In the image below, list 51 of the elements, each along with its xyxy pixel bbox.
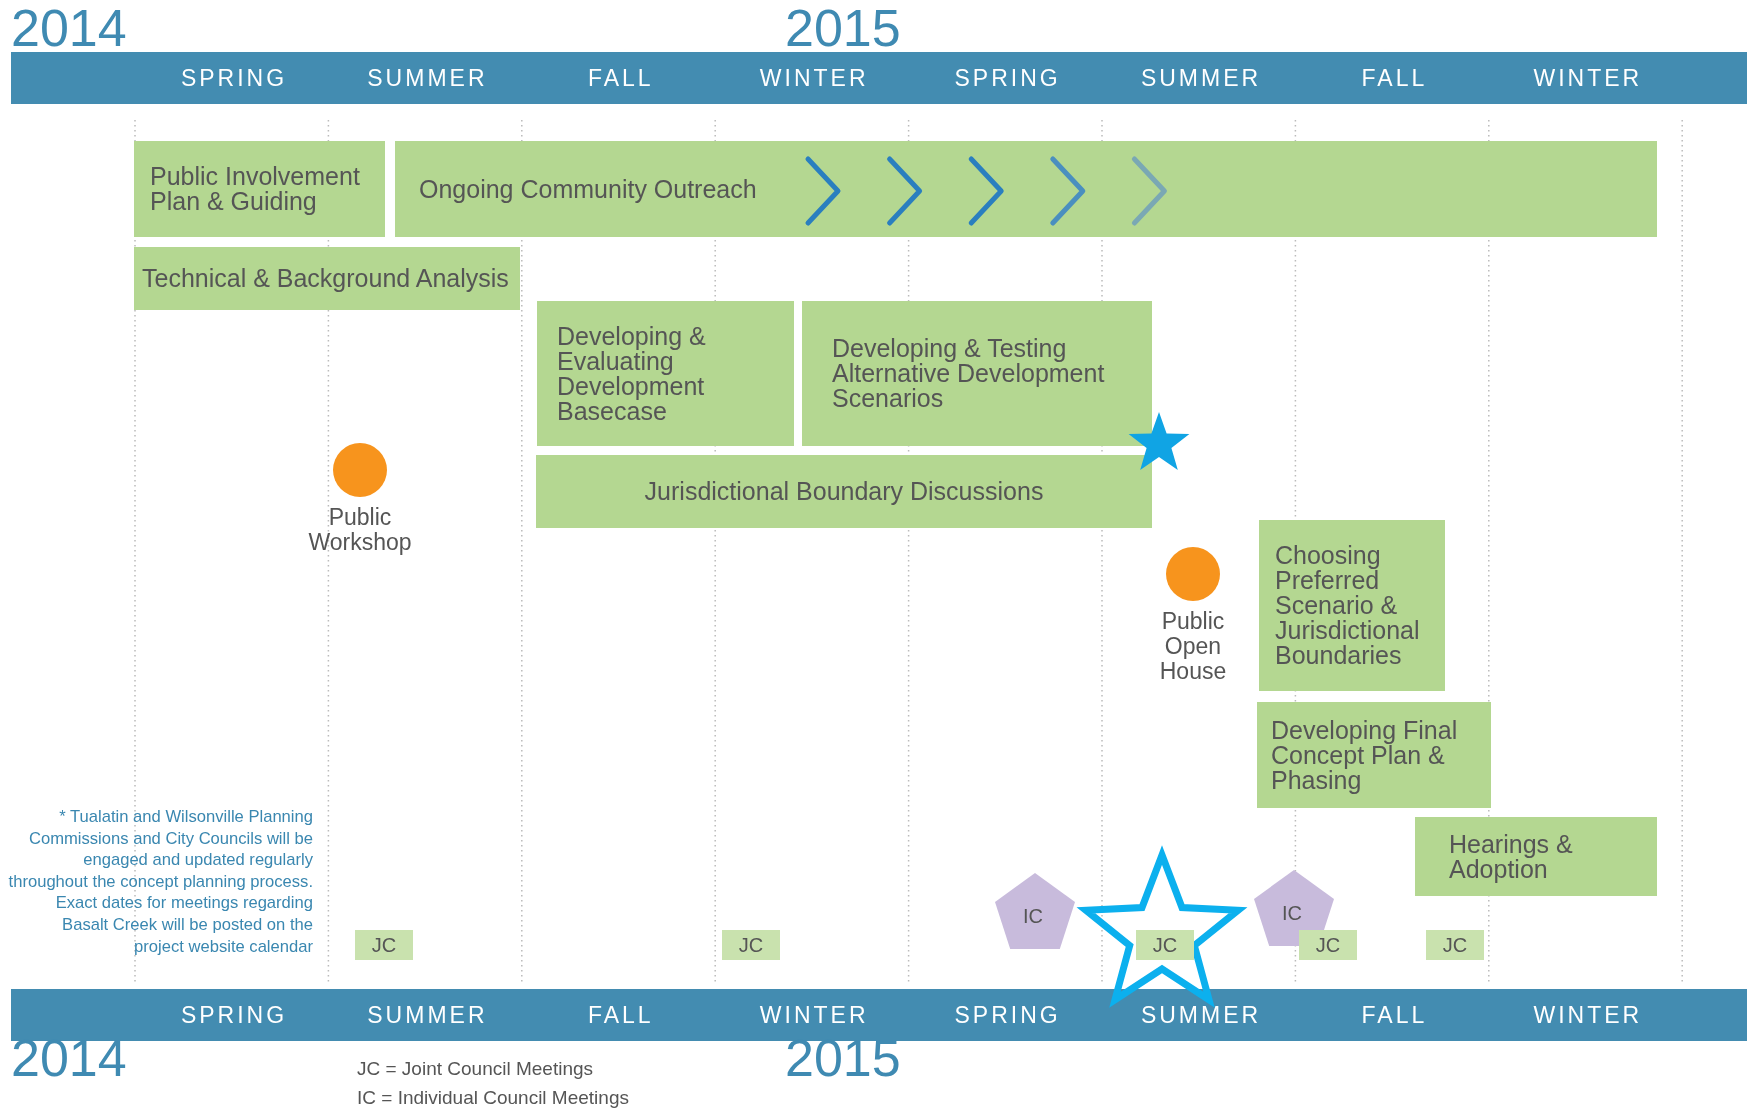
season-label: SUMMER <box>366 1001 489 1029</box>
meeting-code: IC <box>1023 904 1043 928</box>
task-label: Jurisdictional Boundary Discussions <box>644 479 1044 504</box>
task-label: Ongoing Community Outreach <box>419 176 757 202</box>
star-marker <box>1076 845 1248 1008</box>
task-bar <box>134 141 385 237</box>
meeting-code: IC <box>1282 901 1302 925</box>
season-label: FALL <box>1360 1001 1429 1029</box>
task-bar <box>537 301 794 446</box>
season-label: SUMMER <box>366 64 489 92</box>
year-label: 2014 <box>11 0 127 56</box>
meeting-tag: JC <box>1299 930 1357 960</box>
task-bar <box>1415 817 1657 896</box>
year-label: 2015 <box>785 1030 901 1086</box>
season-label: FALL <box>1360 64 1429 92</box>
star-marker <box>1128 412 1190 470</box>
task-bar <box>134 247 520 310</box>
year-label: 2015 <box>785 0 901 56</box>
event-caption: Public Workshop <box>307 505 413 555</box>
task-bar <box>395 141 1657 237</box>
task-label: Hearings & Adoption <box>1449 831 1574 882</box>
event-caption: Public Open House <box>1158 609 1228 684</box>
legend-text: JC = Joint Council Meetings <box>357 1057 594 1081</box>
season-label: FALL <box>586 1001 655 1029</box>
task-bar <box>1259 520 1445 691</box>
meeting-tag: JC <box>355 930 413 960</box>
task-bar <box>802 301 1152 446</box>
task-label: Technical & Background Analysis <box>142 266 509 291</box>
task-bar <box>1257 702 1491 808</box>
meeting-tag: JC <box>1426 930 1484 960</box>
task-label: Choosing Preferred Scenario & Jurisdictional Boundaries <box>1275 543 1421 668</box>
season-label: WINTER <box>1532 1001 1644 1029</box>
season-label: WINTER <box>758 1001 870 1029</box>
season-label: FALL <box>586 64 655 92</box>
task-label: Public Involvement Plan & Guiding <box>150 164 361 214</box>
season-label: SUMMER <box>1139 1001 1263 1029</box>
season-label: SPRING <box>953 1001 1062 1029</box>
task-label: Developing Final Concept Plan & Phasing <box>1271 717 1459 793</box>
legend-text: IC = Individual Council Meetings <box>357 1086 629 1109</box>
season-label: SPRING <box>953 64 1062 92</box>
season-label: WINTER <box>1532 64 1644 92</box>
task-label: Developing & Testing Alternative Development Scenarios <box>832 336 1106 411</box>
season-label: SPRING <box>179 1001 289 1029</box>
season-label: WINTER <box>758 64 870 92</box>
task-bar <box>536 455 1152 528</box>
meeting-tag: JC <box>722 930 780 960</box>
footnote-text: * Tualatin and Wilsonville Planning Commissions and City Councils will be engaged and updated regularly throughout the concept planning process. Exact dates for meetings regarding Basalt Creek will be posted on the project website calendar <box>8 806 313 958</box>
season-label: SPRING <box>179 64 289 92</box>
year-label: 2014 <box>11 1030 127 1086</box>
task-label: Developing & Evaluating Development Basecase <box>557 323 707 424</box>
season-label: SUMMER <box>1139 64 1263 92</box>
